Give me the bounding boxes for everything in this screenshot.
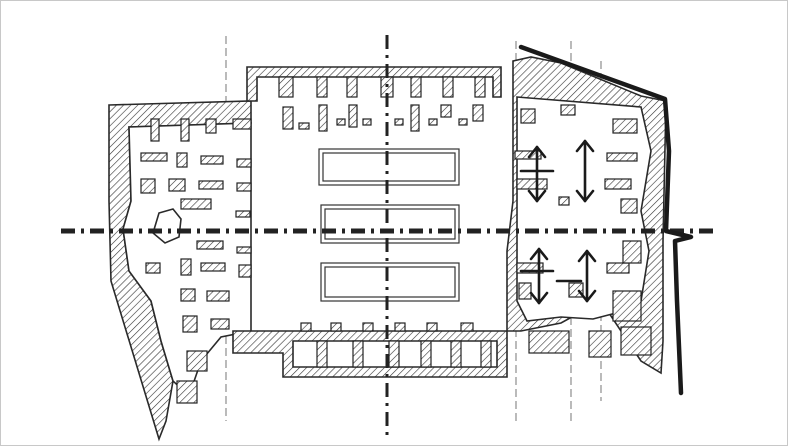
main-axes [61, 35, 717, 441]
arrow-lower-cross [519, 269, 583, 283]
pool-north [318, 148, 460, 186]
boundary-line [518, 44, 694, 396]
bottom-range [232, 322, 508, 378]
left-wing-piers [140, 118, 252, 404]
top-range-piers [278, 76, 486, 132]
arrow-upper-right [575, 139, 595, 203]
courtyard-pools [318, 148, 460, 302]
arrow-lower-left [529, 247, 549, 305]
bottom-range-piers [300, 322, 492, 368]
pool-centre [320, 204, 460, 244]
arrow-upper-left [527, 145, 547, 203]
arrow-lower-right [577, 249, 597, 303]
left-wing [108, 100, 252, 442]
pool-south [320, 262, 460, 302]
top-range [246, 66, 502, 132]
circulation-arrows [519, 139, 597, 305]
right-wing-piers [514, 104, 652, 358]
right-wing [506, 56, 667, 375]
